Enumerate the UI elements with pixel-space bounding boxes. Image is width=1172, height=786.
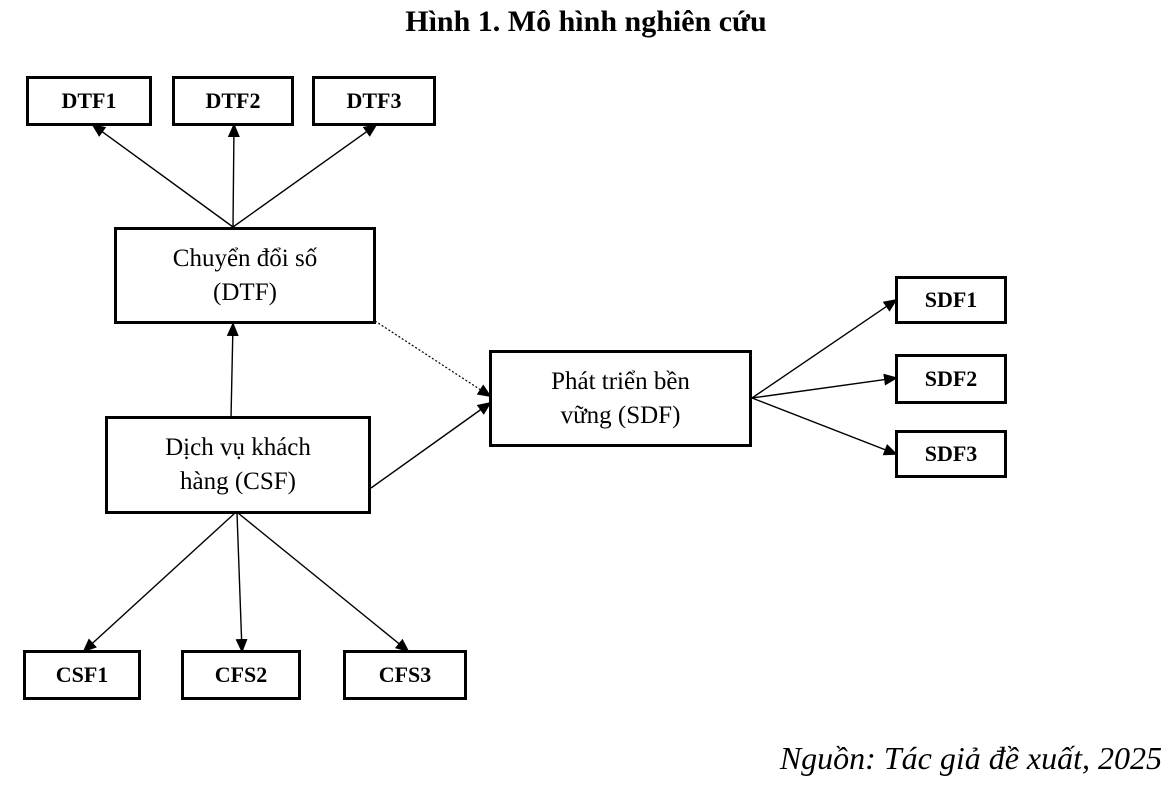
edge-dtf-to-dtf1 (91, 123, 234, 228)
construct-sdf-line1: Phát triển bền (551, 367, 690, 395)
edge-sdf-to-sdf2 (751, 373, 898, 399)
edge-sdf-to-sdf1 (751, 298, 898, 399)
edge-dtf-to-dtf2 (227, 123, 240, 228)
indicator-dtf3: DTF3 (312, 76, 436, 126)
indicator-sdf2: SDF2 (895, 354, 1007, 404)
indicator-dtf2: DTF2 (172, 76, 294, 126)
edge-sdf-to-sdf3 (751, 397, 898, 456)
construct-sdf-line2: vững (SDF) (560, 401, 681, 429)
construct-dtf-line1: Chuyển đổi số (172, 244, 318, 272)
indicator-sdf3: SDF3 (895, 430, 1007, 478)
indicator-dtf1: DTF1 (26, 76, 152, 126)
figure-source: Nguồn: Tác giả đề xuất, 2025 (779, 740, 1162, 776)
construct-dtf-line2: (DTF) (213, 278, 277, 306)
edge-dtf-to-sdf (374, 320, 492, 398)
edge-csf-to-cfs3 (237, 512, 410, 653)
construct-csf-line1: Dịch vụ khách (165, 434, 311, 461)
construct-dtf: Chuyển đổi số (DTF) (114, 227, 376, 324)
edge-csf-to-cfs2 (235, 512, 248, 653)
construct-sdf: Phát triển bền vững (SDF) (489, 350, 752, 447)
figure-title: Hình 1. Mô hình nghiên cứu (405, 5, 767, 38)
indicator-cfs2: CFS2 (181, 650, 301, 700)
indicator-cfs3: CFS3 (343, 650, 467, 700)
edge-csf-to-csf1 (82, 512, 236, 653)
construct-csf: Dịch vụ khách hàng (CSF) (105, 416, 371, 514)
construct-csf-line2: hàng (CSF) (180, 468, 296, 495)
edge-csf-to-dtf (226, 322, 239, 419)
edge-dtf-to-dtf3 (232, 123, 378, 228)
indicator-sdf1: SDF1 (895, 276, 1007, 324)
edge-csf-to-sdf (370, 401, 492, 489)
indicator-csf1: CSF1 (23, 650, 141, 700)
